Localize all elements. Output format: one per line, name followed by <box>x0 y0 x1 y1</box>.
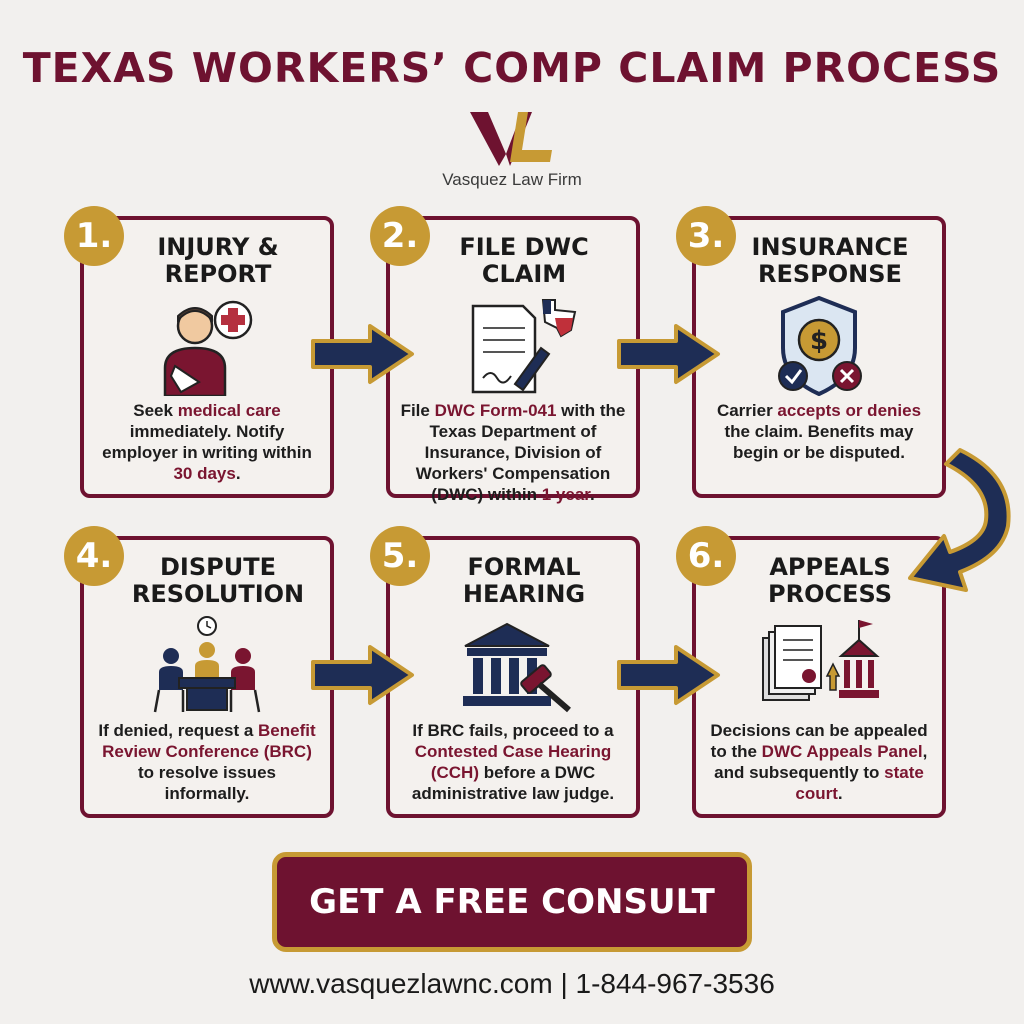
injured-worker-icon <box>163 300 253 396</box>
body-text: , and subsequently to <box>714 742 928 782</box>
step-description: If denied, request a Benefit Review Conf… <box>94 720 320 804</box>
courthouse-gavel-icon <box>463 622 571 713</box>
step-number-badge-1: 1. <box>64 206 124 266</box>
body-text: Carrier <box>716 401 778 420</box>
highlight-text: medical care <box>177 401 281 420</box>
body-text: Seek <box>133 401 178 420</box>
step-number-badge-6: 6. <box>676 526 736 586</box>
step-description: Seek medical care immediately. Notify em… <box>94 400 320 484</box>
step-number-badge-3: 3. <box>676 206 736 266</box>
highlight-text: Benefit Review Conference (BRC) <box>102 721 316 761</box>
svg-text:$: $ <box>810 326 828 356</box>
claim-form-texas-icon <box>471 299 577 394</box>
conference-table-icon <box>153 616 261 713</box>
contact-footer: www.vasquezlawnc.com | 1-844-967-3536 <box>249 968 775 999</box>
step-title: INJURY &REPORT <box>157 233 279 288</box>
step-number-badge-5: 5. <box>370 526 430 586</box>
curved-arrow-down-icon <box>908 448 1011 592</box>
step-description: Carrier accepts or denies the claim. Ben… <box>706 400 932 463</box>
highlight-text: Contested Case Hearing (CCH) <box>414 742 612 782</box>
highlight-text: 1 year <box>541 485 590 504</box>
body-text: File <box>400 401 435 420</box>
step-number-badge-4: 4. <box>64 526 124 586</box>
body-text: . <box>589 485 595 504</box>
insurance-shield-icon: $ <box>778 296 862 396</box>
page-title: TEXAS WORKERS’ COMP CLAIM PROCESS <box>22 44 1002 92</box>
body-text: the claim. Benefits may begin or be disp… <box>724 422 914 462</box>
body-text: If denied, request a <box>98 721 259 740</box>
body-text: . <box>235 464 241 483</box>
highlight-text: 30 days <box>173 464 236 483</box>
free-consult-button[interactable]: GET A FREE CONSULT <box>272 852 752 952</box>
body-text: If BRC fails, proceed to a <box>412 721 614 740</box>
body-text: immediately. Notify employer in writing … <box>102 422 312 462</box>
body-text: . <box>837 784 843 803</box>
step-number-badge-2: 2. <box>370 206 430 266</box>
body-text: Decisions can be appealed to the <box>710 721 928 761</box>
step-description: File DWC Form-041 with the Texas Departm… <box>400 400 626 505</box>
highlight-text: DWC Appeals Panel <box>761 742 923 761</box>
highlight-text: DWC Form-041 <box>434 401 557 420</box>
arrow-right-icon <box>311 324 414 384</box>
highlight-text: accepts or denies <box>777 401 922 420</box>
body-text: to resolve issues informally. <box>138 763 276 803</box>
step-card-1: INJURY &REPORT Seek medical care immedia… <box>80 216 334 498</box>
step-description: Decisions can be appealed to the DWC App… <box>706 720 932 804</box>
body-text: with the Texas Department of Insurance, … <box>415 401 626 504</box>
highlight-text: state court <box>795 763 924 803</box>
vl-logo-icon <box>470 112 552 166</box>
body-text: before a DWC administrative law judge. <box>411 763 615 803</box>
arrow-right-icon <box>617 324 720 384</box>
step-description: If BRC fails, proceed to a Contested Cas… <box>400 720 626 804</box>
arrow-right-icon <box>617 645 720 705</box>
firm-name: Vasquez Law Firm <box>442 170 582 189</box>
appeal-documents-icon <box>762 620 880 701</box>
arrow-right-icon <box>311 645 414 705</box>
